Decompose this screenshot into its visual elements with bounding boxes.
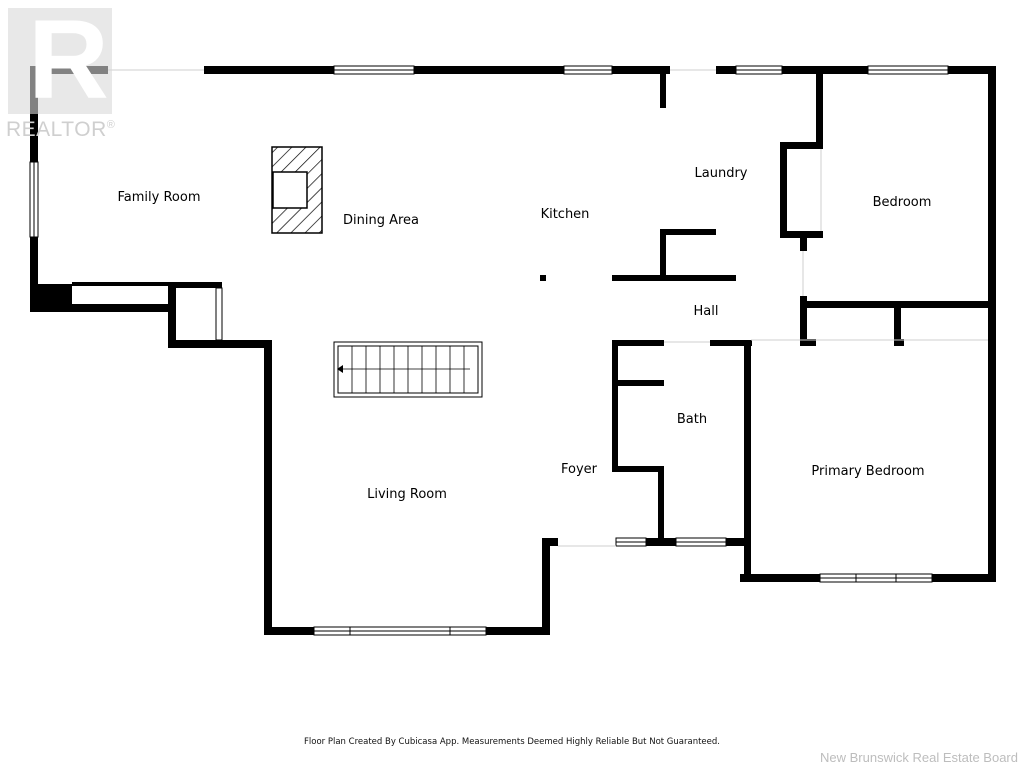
openings	[108, 69, 988, 547]
real-estate-board-watermark: New Brunswick Real Estate Board	[820, 750, 1018, 765]
fireplace-icon	[271, 146, 323, 234]
room-label-dining-area: Dining Area	[343, 213, 419, 228]
room-label-family-room: Family Room	[118, 190, 201, 205]
staircase-icon	[333, 341, 483, 398]
room-label-kitchen: Kitchen	[541, 207, 590, 222]
room-label-hall: Hall	[694, 304, 719, 319]
room-label-primary-bedroom: Primary Bedroom	[811, 464, 924, 479]
windows	[29, 65, 949, 636]
logo-word: REALTOR®	[6, 118, 124, 142]
logo-letter: R	[28, 0, 109, 122]
room-label-foyer: Foyer	[561, 462, 598, 477]
room-label-bath: Bath	[677, 412, 707, 427]
logo-word-text: REALTOR	[6, 118, 107, 141]
floor-plan-disclaimer: Floor Plan Created By Cubicasa App. Meas…	[304, 737, 720, 747]
room-label-bedroom: Bedroom	[873, 195, 932, 210]
logo-registered-mark: ®	[106, 119, 116, 131]
logo-background	[8, 8, 112, 114]
realtor-logo-icon: R REALTOR®	[6, 0, 118, 142]
room-label-living-room: Living Room	[367, 487, 447, 502]
room-label-laundry: Laundry	[695, 166, 748, 181]
walls	[30, 66, 996, 635]
